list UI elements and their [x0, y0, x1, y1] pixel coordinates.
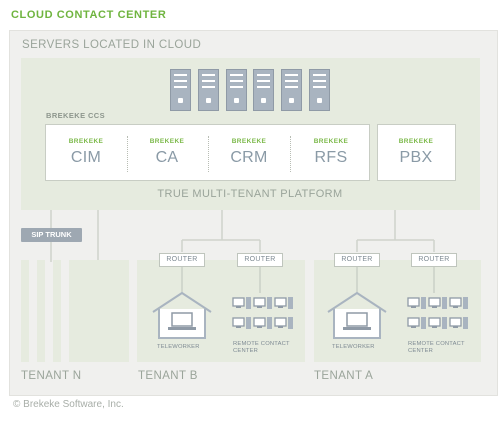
teleworker-label: TELEWORKER: [157, 344, 200, 350]
tenant-n-bar: [37, 260, 45, 362]
module-rfs: RFS: [314, 149, 348, 166]
module-brand: BREKEKE: [231, 138, 267, 145]
workstation-icon: [449, 296, 469, 310]
diagram-title: CLOUD CONTACT CENTER: [11, 9, 167, 21]
cloud-section-label: SERVERS LOCATED IN CLOUD: [22, 39, 202, 51]
remote-center-label: REMOTE CONTACT CENTER: [408, 341, 465, 354]
platform-label: TRUE MULTI-TENANT PLATFORM: [157, 188, 343, 200]
tenant-n-bar: [53, 260, 61, 362]
server-icon: [253, 69, 274, 111]
server-icon: [198, 69, 219, 111]
module-divider: [208, 136, 209, 172]
workstation-icon: [253, 296, 273, 310]
router-box: ROUTER: [334, 253, 380, 267]
module-divider: [290, 136, 291, 172]
router-box: ROUTER: [411, 253, 457, 267]
workstation-icon: [407, 316, 427, 330]
module-brand: BREKEKE: [149, 138, 185, 145]
workstation-icon: [428, 316, 448, 330]
sip-trunk-badge: SIP TRUNK: [21, 228, 82, 242]
workstation-icon: [232, 296, 252, 310]
tenant-n-label: TENANT N: [21, 370, 82, 382]
server-icon: [281, 69, 302, 111]
remote-center-label: REMOTE CONTACT CENTER: [233, 341, 290, 354]
ccs-label: BREKEKE CCS: [46, 111, 105, 120]
workstation-icon: [274, 296, 294, 310]
router-box: ROUTER: [237, 253, 283, 267]
router-box: ROUTER: [159, 253, 205, 267]
tenant-n-bar: [21, 260, 29, 362]
pbx-brand: BREKEKE: [398, 138, 434, 145]
module-pbx: PBX: [399, 149, 433, 166]
ccs-box: [45, 124, 370, 181]
workstation-icon: [407, 296, 427, 310]
workstation-icon: [253, 316, 273, 330]
pbx-box: [377, 124, 456, 181]
module-divider: [127, 136, 128, 172]
server-icon: [226, 69, 247, 111]
house-laptop-icon: [152, 291, 212, 339]
workstation-icon: [449, 316, 469, 330]
workstation-icon: [274, 316, 294, 330]
server-icon: [309, 69, 330, 111]
tenant-a-label: TENANT A: [314, 370, 374, 382]
workstation-icon: [232, 316, 252, 330]
tenant-b-label: TENANT B: [138, 370, 198, 382]
tenant-n-panel: [69, 260, 129, 362]
copyright-footer: © Brekeke Software, Inc.: [13, 399, 124, 410]
teleworker-label: TELEWORKER: [332, 344, 375, 350]
module-brand: BREKEKE: [313, 138, 349, 145]
workstation-icon: [428, 296, 448, 310]
module-ca: CA: [155, 149, 179, 166]
house-laptop-icon: [327, 291, 387, 339]
server-icon: [170, 69, 191, 111]
module-crm: CRM: [230, 149, 268, 166]
module-cim: CIM: [70, 149, 102, 166]
module-brand: BREKEKE: [68, 138, 104, 145]
